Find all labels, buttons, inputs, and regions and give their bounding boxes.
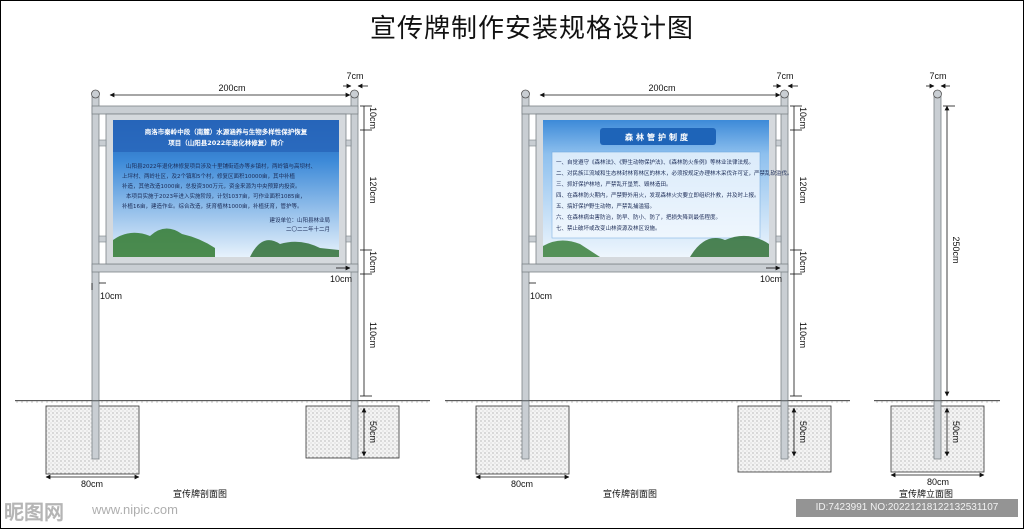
board-1-body: 山阳县2022年退化林修复项目涉及十里铺街道办等乡镇村，两岭镇与高坝村、 上坪村… [122, 162, 330, 233]
watermark-site: 昵图网 [4, 500, 64, 524]
caption-elevation: 宣传牌立面图 [899, 488, 953, 500]
tree-decoration-1 [113, 228, 215, 257]
board-1-line-2: 补造，其他改造1000亩，总投资300万元，资金来源为中央预算内投资。 [122, 182, 301, 190]
tree-decoration-2 [690, 235, 769, 257]
dim-foundation-3: 50cm [951, 421, 961, 443]
board-2-rule-4: 五、搞好保护野生动物，严禁乱捕滥猎。 [556, 202, 655, 210]
dim-panel-1: 120cm [368, 176, 378, 203]
board-2-rule-5: 六、在森林病虫害防治，防早、防小、防了，把损失降到最低程度。 [556, 213, 721, 221]
watermark-url: www.nipic.com [92, 502, 178, 517]
dim-bottom-2: 10cm [798, 251, 808, 273]
page-title: 宣传牌制作安装规格设计图 [369, 14, 694, 44]
board-1-section: 商洛市秦岭中段（南麓）水源涵养与生物多样性保护恢复 项目（山阳县2022年退化林… [15, 71, 430, 500]
board-1-line-4: 补植16亩，建造作业。综合改造，抚育植林1000亩，补植抚育，管护等。 [122, 202, 303, 210]
dim-pole-2: 7cm [776, 71, 793, 81]
dim-foundation-2: 50cm [798, 421, 808, 443]
board-1-sign-1: 建设单位：山阳县林业局 [269, 216, 330, 224]
board-2-rule-1: 二、对民族江流域和生态林封林育林区的林木，必须按规定办理林木采伐许可证，严禁乱砍… [556, 169, 793, 177]
dim-foundation-1: 50cm [368, 421, 378, 443]
board-2-rule-2: 三、抓好保护林地，严禁乱开垦荒、毁林造田。 [556, 180, 672, 188]
dim-side-2b: 10cm [760, 274, 782, 284]
dim-width-2: 200cm [648, 83, 675, 93]
watermark-id: ID:7423991 NO:20221218122132531107 [796, 499, 1018, 517]
dim-pole-1: 7cm [346, 71, 363, 81]
dim-side-1a: 10cm [100, 291, 122, 301]
board-2-rule-3: 四、在森林防火期内，严禁野外用火，发现森林火灾要立即组织扑救，并及时上报。 [556, 191, 760, 199]
caption-section-1: 宣传牌剖面图 [173, 488, 227, 500]
pole-cap-1b [350, 89, 359, 99]
dim-base-3: 80cm [927, 477, 949, 487]
dim-pole-3: 7cm [929, 71, 946, 81]
bottom-bar-1 [91, 263, 359, 273]
pole-cap-1a [91, 89, 100, 99]
board-2-rule-0: 一、自觉遵守《森林法》、《野生动物保护法》、《森林防火条例》等林业法律法规。 [556, 158, 754, 166]
dim-side-2a: 10cm [530, 291, 552, 301]
dim-bottom-1: 10cm [368, 251, 378, 273]
board-2-heading-box [600, 128, 716, 145]
dim-top-2: 10cm [798, 107, 808, 129]
board-1-line-0: 山阳县2022年退化林修复项目涉及十里铺街道办等乡镇村，两岭镇与高坝村、 [126, 162, 316, 170]
dim-base-2: 80cm [511, 479, 533, 489]
dim-leg-2: 110cm [798, 322, 808, 348]
board-2-rule-6: 七、禁止破坏或改变山林资源及林区设施。 [556, 224, 661, 232]
board-1-line-3: 本项目实施于2023年进入实施阶段，计划1037亩，可作业面积1085亩， [126, 192, 306, 200]
dim-side-1b: 10cm [330, 274, 352, 284]
elevation-section: 7cm 250cm 50cm 80cm 宣传牌立面图 [874, 71, 1000, 500]
dim-base-1: 80cm [81, 479, 103, 489]
dim-total-3: 250cm [951, 236, 961, 263]
board-1-sign-2: 二〇二二年十二月 [286, 225, 330, 233]
board-2-section: 森林管护制度 一、自觉遵守《森林法》、《野生动物保护法》、《森林防火条例》等林业… [445, 71, 850, 500]
top-bar-1 [91, 105, 359, 115]
dim-width-1: 200cm [218, 83, 245, 93]
dim-panel-2: 120cm [798, 176, 808, 203]
dim-top-1: 10cm [368, 107, 378, 129]
board-2-heading: 森林管护制度 [625, 132, 691, 142]
board-2-rules: 一、自觉遵守《森林法》、《野生动物保护法》、《森林防火条例》等林业法律法规。 二… [556, 158, 793, 232]
board-1-heading-1: 商洛市秦岭中段（南麓）水源涵养与生物多样性保护恢复 [145, 127, 308, 136]
caption-section-2: 宣传牌剖面图 [603, 488, 657, 500]
board-1-line-1: 上坪村、两岭社区，及2个镇和5个村，修复区面积10000亩，其中补植 [122, 172, 295, 180]
dim-leg-1: 110cm [368, 322, 378, 348]
board-1-heading-2: 项目（山阳县2022年退化林修复）简介 [168, 138, 284, 147]
